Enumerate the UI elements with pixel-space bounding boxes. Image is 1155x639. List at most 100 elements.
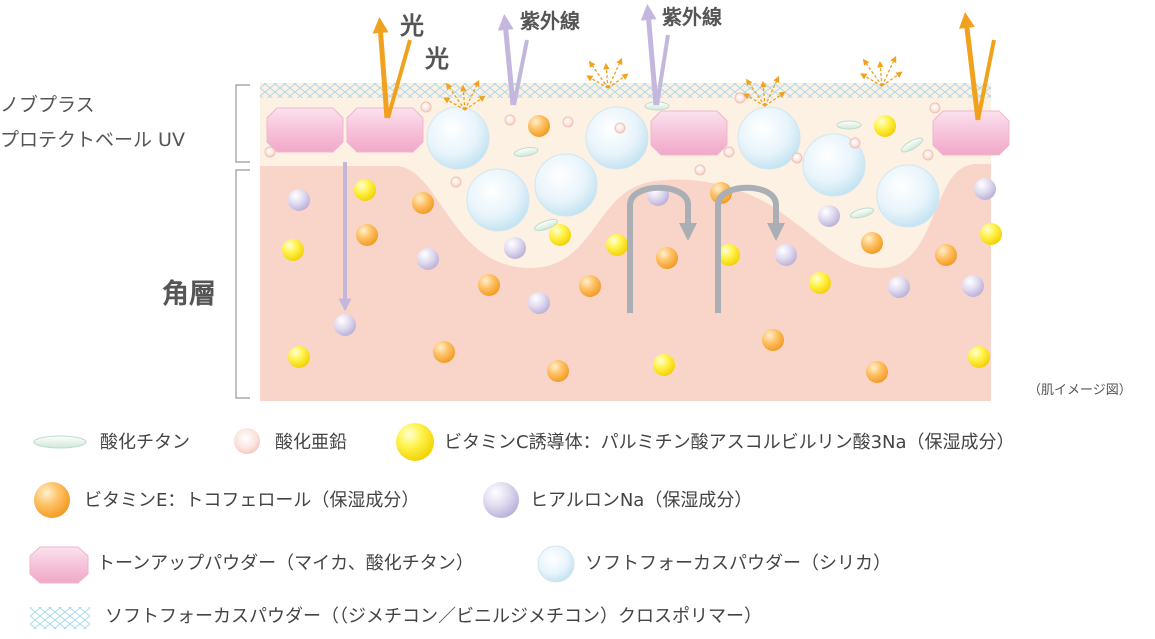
crosshatch-icon (30, 607, 90, 629)
vitamin-e-particle (579, 275, 601, 297)
vitamin-c-particle (874, 115, 896, 137)
light-arrow-up-right (959, 12, 981, 121)
tone-up-octagon (932, 110, 1010, 156)
uv-arrow-reflect-1 (497, 14, 516, 106)
vitamin-e-particle (547, 360, 569, 382)
legend-soft-focus-crosspolymer: ソフトフォーカスパウダー（（ジメチコン／ビニルジメチコン）クロスポリマー） (105, 606, 762, 627)
surface-crosshatch (260, 83, 991, 98)
zinc-oxide-particle (504, 114, 516, 126)
vitamin-e-particle (866, 361, 888, 383)
product-name-line2: プロテクトベール UV (0, 129, 185, 151)
silica-sphere (534, 153, 598, 217)
vitamin-c-group (282, 115, 1002, 376)
zinc-oxide-particle (723, 146, 735, 158)
product-name-line1: ノブプラス (0, 94, 95, 116)
uv-arrow-in-2 (655, 34, 670, 106)
hyaluronic-particle (504, 237, 526, 259)
uv-arrow-in-1 (512, 39, 529, 106)
vitamin-e-particle (656, 247, 678, 269)
hyaluronic-particle (528, 292, 550, 314)
legend-zinc-oxide: 酸化亜鉛 (275, 432, 347, 453)
tone-up-octagon (346, 107, 424, 153)
moisture-flow-group (627, 184, 785, 313)
legend-vitamin-c: ビタミンC誘導体：パルミチン酸アスコルビルリン酸3Na（保湿成分） (444, 432, 1015, 453)
scatter-burst (443, 79, 486, 111)
legend-icons (29, 423, 575, 629)
scatter-burst (586, 57, 629, 89)
titanium-oxide-flake (836, 120, 862, 130)
light-arrow-up-left (372, 17, 390, 119)
scatter-burst (860, 55, 903, 87)
silica-sphere (466, 168, 530, 232)
hyaluronic-particle (417, 248, 439, 270)
zinc-oxide-particle (614, 122, 626, 134)
vitamin-e-particle (478, 274, 500, 296)
stratum-bracket (235, 169, 250, 399)
light-label-large: 光 (400, 12, 424, 40)
vitamin-c-particle (606, 234, 628, 256)
hyaluronic-particle (974, 178, 996, 200)
light-label-small: 光 (425, 45, 449, 73)
hyaluronic-particle (288, 189, 310, 211)
vitamin-c-particle (288, 346, 310, 368)
zinc-oxide-particle (420, 101, 432, 113)
skin-image-note: （肌イメージ図） (1028, 383, 1132, 398)
stratum-label: 角層 (162, 279, 216, 310)
ellipse-green-icon (33, 435, 87, 449)
orange-sphere-icon (34, 482, 70, 518)
zinc-oxide-group (264, 92, 941, 188)
zinc-oxide-particle (791, 152, 803, 164)
legend-tone-up: トーンアップパウダー（マイカ、酸化チタン） (97, 553, 474, 574)
flow-arrow-2 (715, 184, 785, 313)
zinc-oxide-particle (562, 116, 574, 128)
zinc-oxide-particle (922, 149, 934, 161)
vitamin-c-particle (980, 223, 1002, 245)
yellow-sphere-icon (396, 423, 434, 461)
zinc-oxide-particle (694, 164, 706, 176)
vitamin-e-particle (356, 224, 378, 246)
hyaluronic-particle (818, 205, 840, 227)
vitamin-e-particle (412, 192, 434, 214)
titanium-oxide-flake (900, 137, 924, 153)
scatter-burst (743, 75, 786, 107)
vitamin-e-particle (861, 232, 883, 254)
tone-up-octagon (266, 107, 344, 153)
light-scatter-group (443, 55, 903, 111)
zinc-oxide-particle (264, 146, 276, 158)
uv-arrow-group (338, 4, 670, 312)
legend-hyaluronic: ヒアルロンNa（保湿成分） (530, 490, 753, 511)
flow-arrow-1 (627, 184, 697, 313)
silica-sphere (802, 133, 866, 197)
vitamin-c-particle (549, 224, 571, 246)
tone-up-powder-group (266, 107, 1010, 156)
titanium-oxide-flake (513, 147, 539, 157)
titanium-oxide-flake (849, 207, 875, 219)
zinc-oxide-particle (450, 176, 462, 188)
vitamin-c-particle (354, 179, 376, 201)
zinc-oxide-particle (929, 102, 941, 114)
lavender-sphere-icon (483, 482, 519, 518)
silica-sphere (876, 164, 940, 228)
uv-label-1: 紫外線 (520, 9, 580, 33)
zinc-oxide-particle (849, 137, 861, 149)
titanium-oxide-flake (534, 218, 558, 232)
legend-soft-focus-silica: ソフトフォーカスパウダー（シリカ） (585, 553, 891, 574)
uv-arrow-reflect-2 (640, 4, 659, 106)
silica-sphere (426, 106, 490, 170)
hyaluronic-particle (775, 244, 797, 266)
legend-vitamin-e: ビタミンE：トコフェロール（保湿成分） (84, 490, 420, 511)
pink-octagon-icon (29, 546, 89, 584)
vitamin-e-particle (762, 329, 784, 351)
vitamin-c-particle (809, 272, 831, 294)
silica-sphere (585, 106, 649, 170)
silica-sphere-group (426, 106, 940, 232)
hyaluronic-particle (334, 314, 356, 336)
vitamin-c-particle (282, 239, 304, 261)
light-arrow-group (372, 12, 996, 121)
zinc-oxide-particle (734, 92, 746, 104)
hyaluronic-particle (962, 275, 984, 297)
layer-bracket (235, 84, 250, 163)
vitamin-c-particle (718, 244, 740, 266)
light-arrow-down-left (386, 39, 412, 119)
